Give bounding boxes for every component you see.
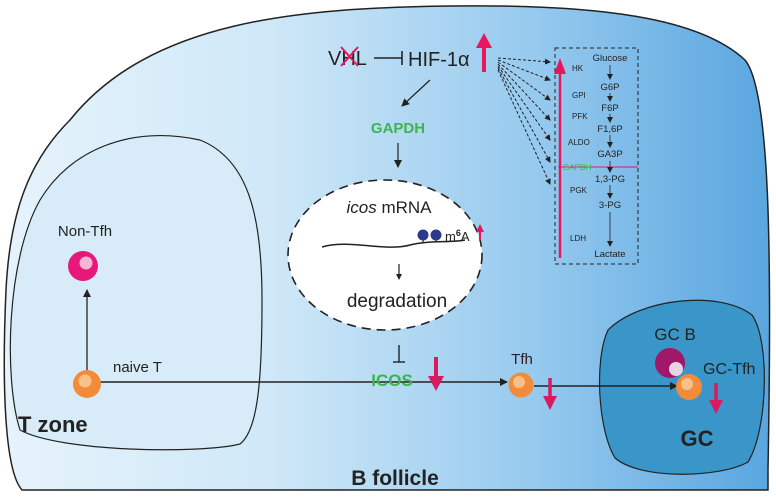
hif-target-arrows (497, 57, 551, 185)
enzyme-gpi: GPI (572, 91, 586, 100)
gapdh-label: GAPDH (371, 120, 425, 137)
m6a-label: m6A (445, 228, 470, 244)
metabolite-f16p: F1,6P (597, 124, 622, 135)
gc-label: GC (681, 426, 714, 451)
metabolite-g6p: G6P (600, 82, 619, 93)
b-follicle-label: B follicle (351, 467, 439, 490)
glycolysis-up-arrow-icon (554, 58, 566, 258)
enzyme-pgk: PGK (570, 186, 588, 195)
gc-b-cell (655, 348, 685, 378)
m6a-up-arrow-icon (476, 224, 484, 240)
gc-tfh-cell (676, 374, 702, 400)
mrna-ellipse (287, 179, 483, 331)
metabolite-13pg: 1,3-PG (595, 174, 625, 185)
non-tfh-cell (68, 251, 98, 281)
tfh-cell (508, 372, 534, 398)
mrna-strand (321, 239, 466, 248)
metabolite-glucose: Glucose (593, 53, 628, 64)
t-zone-region (9, 135, 263, 451)
enzyme-pfk: PFK (572, 112, 588, 121)
gc-b-label: GC B (654, 325, 696, 344)
metabolite-lactate: Lactate (594, 249, 625, 260)
metabolite-labels: Glucose G6P F6P F1,6P GA3P 1,3-PG 3-PG L… (593, 53, 628, 260)
icos-label: ICOS (371, 371, 413, 390)
enzyme-hk: HK (572, 64, 584, 73)
metabolite-f6p: F6P (601, 103, 618, 114)
enzyme-labels: HK GPI PFK ALDO GAPDH PGK LDH (563, 64, 592, 243)
inhibition-icon (374, 51, 403, 65)
degradation-label: degradation (347, 291, 447, 312)
gc-tfh-label: GC-Tfh (703, 361, 755, 378)
t-zone-label: T zone (18, 412, 88, 437)
enzyme-ldh: LDH (570, 234, 586, 243)
tfh-down-arrow-icon (543, 378, 557, 410)
degradation-inhibits-icos-icon (393, 345, 405, 363)
m6a-modification-icon (417, 229, 442, 243)
hif-to-gapdh-arrow (401, 79, 431, 107)
icos-mrna-label: icos mRNA (346, 198, 432, 217)
glycolysis-box (554, 47, 639, 265)
hif-label: HIF-1α (408, 49, 470, 71)
vhl-cross-icon (340, 46, 359, 67)
enzyme-gapdh: GAPDH (563, 163, 592, 172)
hif-up-arrow-icon (476, 33, 492, 72)
naive-t-label: naive T (113, 359, 162, 376)
metabolite-ga3p: GA3P (597, 149, 622, 160)
non-tfh-label: Non-Tfh (58, 223, 112, 240)
tfh-label: Tfh (511, 351, 533, 368)
naive-t-cell (73, 370, 101, 398)
metabolite-3pg: 3-PG (599, 200, 621, 211)
gc-tfh-down-arrow-icon (709, 383, 723, 414)
enzyme-aldo: ALDO (568, 138, 590, 147)
icos-down-arrow-icon (428, 357, 444, 391)
